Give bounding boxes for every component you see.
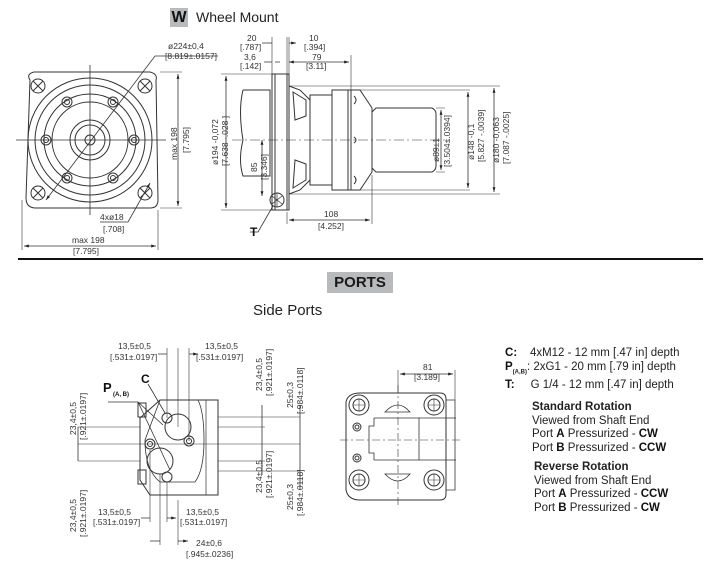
dim-79-in: [3.11] xyxy=(306,61,327,71)
ports-badge: PORTS xyxy=(327,272,393,293)
legend-item-t: T: G 1/4 - 12 mm [.47 in] depth xyxy=(505,379,674,392)
legend-text: 2xG1 - 20 mm [.79 in] depth xyxy=(533,360,676,373)
dia-148-in: [5.827 -.0039] xyxy=(476,110,486,162)
legend-text: 4xM12 - 12 mm [.47 in] depth xyxy=(529,347,680,359)
mount-bolt xyxy=(348,469,370,491)
port-c-hole xyxy=(161,471,173,483)
dim-108: 108 xyxy=(324,209,338,219)
standard-rotation-line-b: Port B Pressurized - CCW xyxy=(532,441,667,454)
width-dim: max 198 xyxy=(72,235,105,245)
port-p-label: P xyxy=(103,380,112,395)
height-dim-in: [7.795] xyxy=(181,127,191,153)
bolt-circle-dim: ø224±0,4 xyxy=(168,41,204,51)
dim-13-5-top-left: 13,5±0,5 xyxy=(118,341,151,351)
port-p-sub-label: (A, B) xyxy=(113,392,129,398)
dim-13-5-bot-left: 13,5±0,5 xyxy=(98,507,131,517)
dim-23-4-left-top: 23,4±0,5 xyxy=(68,402,78,435)
dim-23-4-right-top-in: [.921±.0197] xyxy=(264,349,274,396)
dia-180: ø180 -0,063 xyxy=(491,117,501,163)
port-t-label: T xyxy=(250,225,258,239)
dim-85-in: [3.346] xyxy=(259,154,269,180)
dim-3-6-in: [.142] xyxy=(240,61,261,71)
dim-23-4-right-bot: 23,4±0,5 xyxy=(254,460,264,493)
mount-hole xyxy=(30,78,46,94)
dim-23-4-right-top: 23,4±0,5 xyxy=(254,358,264,391)
dim-81: 81 xyxy=(423,362,433,372)
dim-20-in: [.787] xyxy=(240,42,261,52)
port-legend: C: 4xM12 - 12 mm [.47 in] depth P(A,B): … xyxy=(505,347,680,393)
dim-23-4-right-bot-in: [.921±.0197] xyxy=(264,451,274,498)
dim-13-5-top-right-in: [.531±.0197] xyxy=(196,352,243,362)
dim-24-in: [.945±.0236] xyxy=(186,549,233,559)
flange-outline xyxy=(25,71,159,209)
mount-bolt xyxy=(423,469,445,491)
port-b xyxy=(146,447,174,475)
bolt-circle-dim-in: [8.819±.0157] xyxy=(165,51,217,61)
dim-24: 24±0,6 xyxy=(196,538,222,548)
side-ports-title: Side Ports xyxy=(253,302,323,319)
dim-25-bot-in: [.984±.0118] xyxy=(295,469,305,516)
dim-10-in: [.394] xyxy=(304,42,325,52)
dia-148: ø148 -0,1 xyxy=(466,123,476,160)
mount-hole xyxy=(137,185,153,201)
dim-13-5-bot-left-in: [.531±.0197] xyxy=(93,517,140,527)
dim-25-top: 25±0,3 xyxy=(285,382,295,408)
section-divider xyxy=(18,258,703,260)
dim-13-5-top-left-in: [.531±.0197] xyxy=(110,352,157,362)
hole-dim-in: [.708] xyxy=(103,224,124,234)
legend-item-p: P(A,B): 2xG1 - 20 mm [.79 in] depth xyxy=(505,360,676,375)
standard-rotation-subtitle: Viewed from Shaft End xyxy=(532,414,650,427)
section-title: Wheel Mount xyxy=(196,9,279,25)
side-view xyxy=(221,37,500,233)
port-c-label: C xyxy=(141,372,150,386)
dia-89-in: [3.504±.0394] xyxy=(442,115,452,167)
dim-20: 20 xyxy=(247,33,257,43)
dim-79: 79 xyxy=(312,52,322,62)
dim-85: 85 xyxy=(249,162,259,172)
dim-13-5-top-right: 13,5±0,5 xyxy=(205,341,238,351)
mount-bolt xyxy=(423,394,445,416)
mount-bolt xyxy=(348,394,370,416)
dim-23-4-left-top-in: [.921±.0197] xyxy=(78,393,88,440)
dim-108-in: [4.252] xyxy=(318,221,344,231)
dim-23-4-left-bot-in: [.921±.0197] xyxy=(78,490,88,537)
dim-81-in: [3.189] xyxy=(414,372,440,382)
reverse-rotation-line-a: Port A Pressurized - CCW xyxy=(534,488,669,500)
legend-text: G 1/4 - 12 mm [.47 in] depth xyxy=(530,379,674,392)
wheel-mount-badge: W xyxy=(170,8,188,27)
standard-rotation-title: Standard Rotation xyxy=(532,401,632,413)
dia-194-in: [7.638 -.028 ] xyxy=(220,116,230,166)
legend-item-c: C: 4xM12 - 12 mm [.47 in] depth xyxy=(505,347,680,359)
legend-key: C xyxy=(505,347,514,359)
height-dim: max 198 xyxy=(169,127,179,160)
reverse-rotation-subtitle: Viewed from Shaft End xyxy=(534,474,652,487)
legend-sub: (A,B) xyxy=(512,368,528,375)
dia-89: ø89±1 xyxy=(431,138,441,162)
reverse-rotation-line-b: Port B Pressurized - CW xyxy=(534,501,660,514)
standard-rotation-line-a: Port A Pressurized - CW xyxy=(532,428,658,440)
width-dim-in: [7.795] xyxy=(73,246,99,256)
dia-194: ø194 -0,072 xyxy=(210,119,220,165)
dim-25-bot: 25±0,3 xyxy=(285,484,295,510)
dim-23-4-left-bot: 23,4±0,5 xyxy=(68,499,78,532)
reverse-rotation: Reverse Rotation Viewed from Shaft End P… xyxy=(534,461,668,515)
ports-end-view xyxy=(340,370,460,505)
dim-13-5-bot-right: 13,5±0,5 xyxy=(186,507,219,517)
mount-hole xyxy=(137,78,153,94)
reverse-rotation-title: Reverse Rotation xyxy=(534,461,629,473)
dim-13-5-bot-right-in: [.531±.0197] xyxy=(180,517,227,527)
front-view xyxy=(16,55,218,250)
dia-180-in: [7.087 -.0025] xyxy=(501,112,511,164)
ports-view xyxy=(77,348,301,545)
dim-10: 10 xyxy=(309,33,319,43)
dim-3-6: 3,6 xyxy=(244,52,256,62)
legend-key: T xyxy=(505,379,511,392)
mount-hole xyxy=(30,185,46,201)
legend-key: P xyxy=(505,360,513,373)
hole-dim: 4xø18 xyxy=(100,212,124,222)
dim-25-top-in: [.984±.0118] xyxy=(295,367,305,414)
standard-rotation: Standard Rotation Viewed from Shaft End … xyxy=(532,401,666,455)
